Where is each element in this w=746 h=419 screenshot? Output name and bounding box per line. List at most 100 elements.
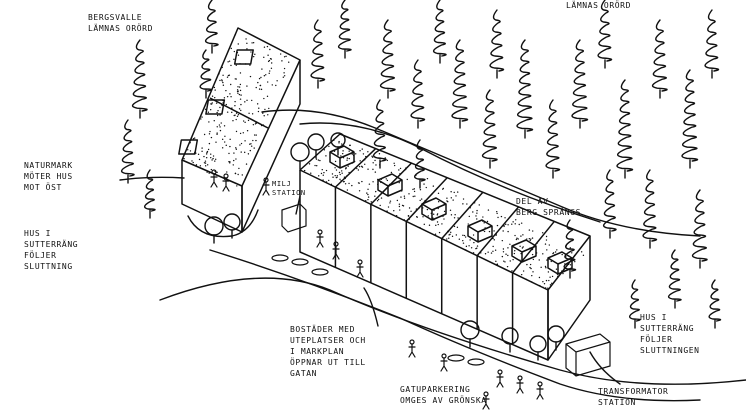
roof-dot [236, 90, 239, 93]
roof-dot [482, 229, 484, 232]
roof-dot [239, 72, 242, 74]
roof-dot [334, 174, 336, 177]
roof-dot [238, 167, 240, 170]
roof-dot [348, 182, 350, 185]
person-figure [496, 373, 504, 388]
roof-ridge-left [209, 97, 269, 129]
roof-dot [569, 247, 572, 249]
label-del-av-berg: DEL AV BERG SPRÄNGS [516, 197, 581, 217]
roof-dot [367, 198, 369, 201]
roof-dot [500, 215, 503, 218]
roof-dot [484, 227, 486, 229]
roof-dot [416, 216, 418, 218]
roof-dot [262, 112, 264, 114]
roof-dot [219, 79, 221, 82]
roof-dot [520, 273, 523, 276]
roof-dot [407, 214, 410, 217]
roof-dot [372, 181, 374, 183]
roof-dot [214, 89, 216, 91]
roof-dot [245, 38, 247, 40]
roof-dot [246, 85, 248, 87]
roof-dot [393, 162, 395, 164]
roof-dot [183, 158, 185, 160]
roof-dot [239, 83, 242, 86]
roof-dot [370, 201, 372, 203]
roof-dot [511, 270, 513, 272]
roof-dot [443, 210, 446, 213]
side-left-block [241, 60, 301, 233]
conifer-tree [131, 39, 148, 112]
roof-dot [192, 161, 194, 164]
roof-dot [427, 215, 429, 217]
roof-dot [377, 178, 379, 181]
roof-dot [237, 92, 239, 94]
roof-dot [357, 169, 360, 171]
roof-dot [258, 88, 261, 90]
roof-dot [580, 251, 583, 253]
roof-dot [468, 245, 470, 247]
roof-dot [341, 152, 344, 155]
roof-dot [403, 197, 406, 199]
roof-dot [549, 284, 552, 286]
roof-dot [458, 238, 461, 240]
roof-skylight [511, 239, 537, 263]
conifer-tree [516, 39, 534, 132]
roof-dot [476, 212, 478, 214]
roof-dot [414, 195, 416, 197]
roof-dot [207, 98, 209, 101]
roof-dot [515, 219, 517, 221]
roof-dot [423, 223, 425, 226]
roof-dot [221, 66, 223, 69]
roof-dot [482, 220, 484, 222]
roof-dot [217, 110, 219, 112]
conifer-tree [489, 9, 505, 72]
roof-dot [210, 156, 212, 159]
roof-dot [399, 209, 401, 211]
roof-dot [432, 185, 435, 187]
roof-dot [206, 150, 209, 153]
roof-dot [234, 33, 237, 36]
roof-dot [538, 259, 540, 261]
shrub [447, 354, 465, 362]
roof-dot [503, 260, 505, 262]
roof-dot [344, 183, 347, 185]
roof-dot [488, 230, 491, 233]
roof-dot [385, 178, 387, 180]
roof-dot [260, 88, 263, 91]
roof-dot [555, 268, 558, 270]
roof-dot [528, 229, 531, 231]
roof-dot [395, 214, 398, 217]
roof-dot [330, 150, 332, 153]
roof-dot [509, 260, 511, 262]
roof-dot [419, 226, 421, 229]
roof-dot [241, 174, 243, 176]
roof-dot [425, 186, 427, 189]
roof-dot [506, 265, 509, 268]
roof-dot [226, 171, 228, 173]
roof-dot [233, 114, 235, 117]
roof-dot [450, 191, 452, 193]
roof-dot [238, 86, 241, 88]
roof-dot [235, 158, 237, 160]
roof-dot [454, 214, 456, 216]
roof-dot [520, 235, 522, 237]
roof-dot [450, 214, 453, 216]
roof-dot [216, 111, 218, 114]
roof-dot [283, 75, 286, 77]
roof-dot [224, 141, 226, 143]
roof-dot [361, 148, 363, 150]
roof-dot [244, 63, 247, 65]
roof-dot [211, 159, 213, 161]
roof-division [405, 177, 448, 222]
roof-dot [476, 218, 478, 220]
roof-dot [219, 106, 221, 109]
roof-dot [535, 252, 538, 254]
roof-dot [412, 188, 414, 191]
roof-dot [239, 144, 241, 146]
roof-dot [253, 147, 255, 149]
roof-dot [526, 263, 528, 266]
person-figure [356, 263, 364, 278]
leader-line [363, 287, 379, 327]
roof-dot [270, 67, 273, 69]
roof-dot [495, 233, 497, 235]
